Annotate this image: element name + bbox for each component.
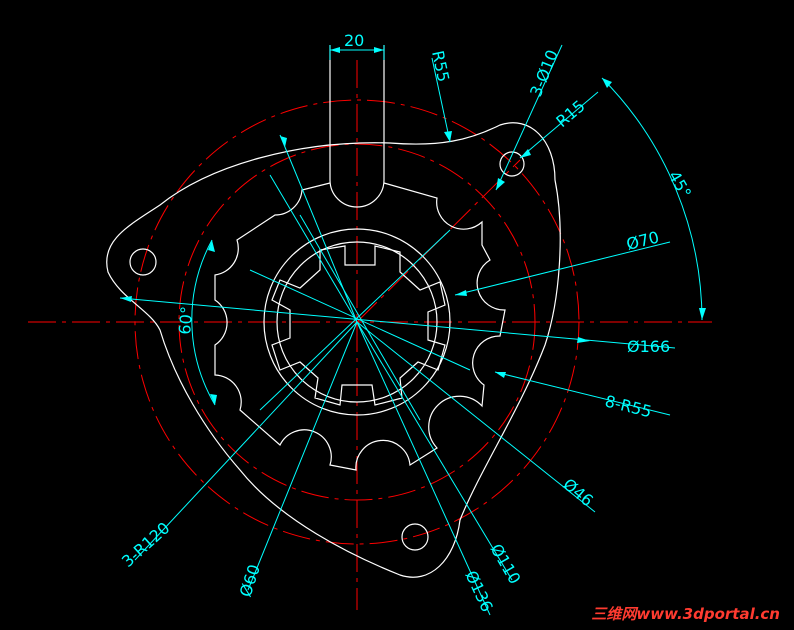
dim-46-leader: [356, 321, 596, 513]
dim-text-45: 45°: [665, 168, 696, 202]
dim-136-leader: [356, 321, 491, 616]
dim-110-leader: [356, 321, 513, 581]
dim-text-60deg: 60°: [175, 305, 196, 335]
arrow-55-8: [495, 372, 506, 378]
dim-45-arc: [601, 77, 703, 321]
center-lines: [28, 60, 712, 610]
dimension-lines: [119, 44, 703, 616]
dim-text-60: Ø60: [236, 562, 264, 599]
radial-line-4: [259, 229, 451, 411]
top-slot: [329, 45, 385, 208]
dim-text-holes: 3-Ø10: [526, 47, 562, 99]
arrow-45-top: [602, 78, 612, 88]
dim-60deg-arc: [191, 239, 216, 406]
arrow-166-left: [120, 296, 132, 302]
mount-hole-top-right: [499, 151, 525, 177]
dim-60-leader: [247, 321, 358, 591]
dim-text-70: Ø70: [624, 227, 661, 253]
radial-line-3: [299, 214, 421, 421]
dim-text-20: 20: [344, 31, 364, 50]
dim-text-55-8: 8-R55: [603, 391, 654, 421]
arrow-holes: [496, 178, 505, 190]
arrow-166-right: [577, 337, 590, 343]
radial-line-1: [279, 134, 358, 323]
dim-text-110: Ø110: [487, 541, 525, 588]
arrowheads: [120, 47, 706, 405]
arrow-70: [455, 290, 467, 296]
arrow-45-bottom: [699, 308, 706, 320]
arrow-60deg-top: [208, 240, 215, 252]
mount-hole-bottom: [401, 523, 429, 551]
dim-text-166: Ø166: [627, 337, 670, 356]
dim-55-8-leader: [494, 371, 671, 416]
arrow-r55: [444, 131, 452, 142]
dim-70-leader: [454, 241, 671, 296]
inner-spline: [271, 245, 446, 406]
pitch-circle-d166: [134, 99, 580, 545]
pitch-circle-d136: [178, 143, 536, 501]
arrow-r15: [520, 149, 531, 158]
scalloped-body: [214, 182, 506, 471]
radial-line-2: [269, 174, 358, 323]
bore-circle-d70: [263, 228, 451, 416]
radial-line-5: [249, 269, 471, 371]
arrow-r120: [280, 136, 287, 147]
dim-text-r55-top: R55: [428, 49, 453, 84]
arrow-20-left: [330, 47, 340, 53]
bore-circle-d60: [276, 241, 438, 403]
arrow-20-right: [374, 47, 384, 53]
dim-r15-leader: [519, 91, 599, 159]
outer-flange-profile: [106, 122, 561, 578]
dim-r120-leader: [134, 321, 358, 561]
dim-166-leader: [119, 297, 676, 349]
arrow-60deg-bottom: [210, 394, 217, 405]
dim-holes-leader: [495, 44, 563, 191]
part-outline: [106, 45, 561, 578]
dim-text-136: Ø136: [461, 568, 496, 615]
mount-hole-left: [129, 248, 157, 276]
dim-text-46: Ø46: [559, 475, 596, 511]
watermark: 三维网www.3dportal.cn: [591, 605, 780, 623]
dim-text-r120: 3-R120: [118, 518, 174, 571]
dim-r55-leader: [431, 57, 451, 143]
